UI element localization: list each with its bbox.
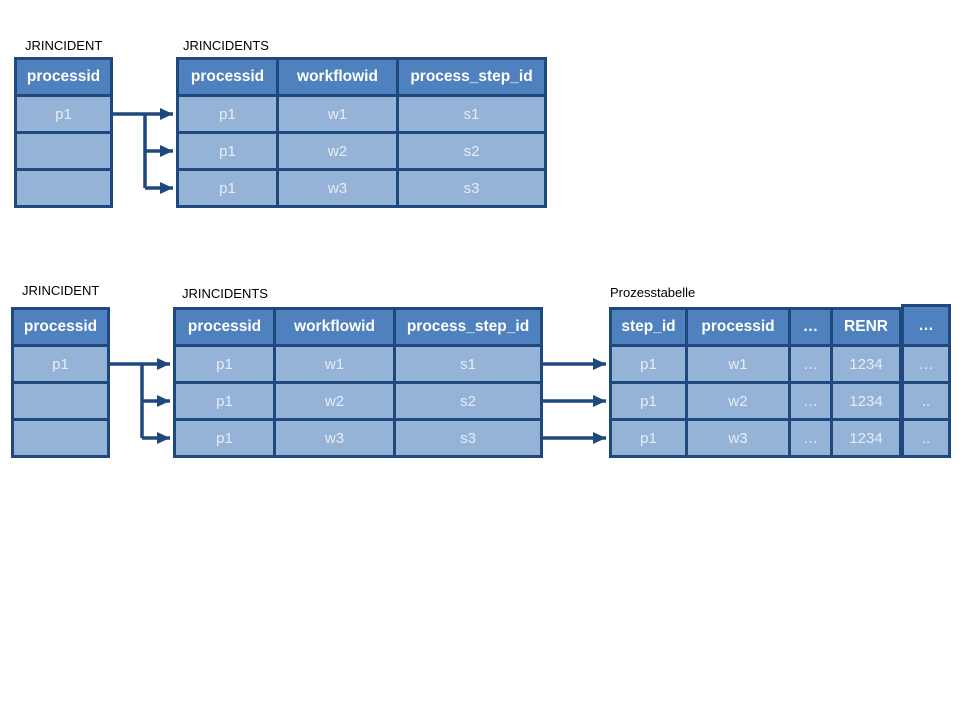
table-cell: p1 [609, 344, 688, 384]
column-header: RENR [830, 307, 902, 347]
table-row: p1 w3 … 1234 [609, 418, 902, 458]
column-header: processid [173, 307, 276, 347]
table-cell: w3 [273, 418, 396, 458]
column-header: workflowid [273, 307, 396, 347]
table-cell: 1234 [830, 381, 902, 421]
table-header-row: processid workflowid process_step_id [173, 307, 543, 347]
table-row [11, 418, 110, 458]
table-cell [14, 131, 113, 171]
table-cell: p1 [609, 418, 688, 458]
table-header-row: step_id processid … RENR [609, 307, 902, 347]
table-cell: s1 [396, 94, 547, 134]
table-row: p1 w2 … 1234 [609, 381, 902, 421]
table-cell: … [788, 344, 833, 384]
table-bottom-jrincidents: processid workflowid process_step_id p1 … [173, 307, 543, 458]
table-top-jrincidents: processid workflowid process_step_id p1 … [176, 57, 547, 208]
table-title-bottom-jrincident: JRINCIDENT [22, 283, 100, 298]
table-cell: .. [901, 418, 951, 458]
table-cell: s2 [393, 381, 543, 421]
table-prozesstabelle-main: step_id processid … RENR p1 w1 … 1234 p1… [609, 307, 902, 458]
table-cell: s3 [393, 418, 543, 458]
column-header: step_id [609, 307, 688, 347]
table-row: p1 w1 … 1234 [609, 344, 902, 384]
column-header: process_step_id [396, 57, 547, 97]
table-cell: s2 [396, 131, 547, 171]
table-row [11, 381, 110, 421]
table-cell: p1 [14, 94, 113, 134]
table-header-row: … [901, 304, 951, 347]
table-cell: w2 [273, 381, 396, 421]
table-row [14, 131, 113, 171]
column-header: process_step_id [393, 307, 543, 347]
table-title-prozesstabelle: Prozesstabelle [610, 285, 696, 300]
column-header: … [901, 304, 951, 347]
table-title-top-jrincident: JRINCIDENT [25, 38, 103, 53]
table-row: p1 w1 s1 [173, 344, 543, 384]
table-prozesstabelle-lastcol: … … .. .. [901, 304, 951, 458]
table-row: p1 w2 s2 [173, 381, 543, 421]
column-header: processid [14, 57, 113, 97]
table-header-row: processid workflowid process_step_id [176, 57, 547, 97]
table-row: p1 [11, 344, 110, 384]
table-cell: w2 [685, 381, 791, 421]
table-row: p1 w3 s3 [173, 418, 543, 458]
table-cell: … [788, 418, 833, 458]
column-header: processid [11, 307, 110, 347]
table-cell: w1 [273, 344, 396, 384]
table-cell [11, 381, 110, 421]
table-cell: 1234 [830, 344, 902, 384]
table-title-top-jrincidents: JRINCIDENTS [183, 38, 269, 53]
table-cell: w2 [276, 131, 399, 171]
table-row: … [901, 344, 951, 384]
table-cell: p1 [176, 131, 279, 171]
table-cell: p1 [173, 381, 276, 421]
column-header: processid [685, 307, 791, 347]
table-cell: … [901, 344, 951, 384]
table-header-row: processid [11, 307, 110, 347]
table-cell [11, 418, 110, 458]
table-row: .. [901, 418, 951, 458]
table-cell: 1234 [830, 418, 902, 458]
table-cell: .. [901, 381, 951, 421]
column-header: workflowid [276, 57, 399, 97]
table-bottom-jrincident: processid p1 [11, 307, 110, 458]
table-row [14, 168, 113, 208]
table-cell: p1 [176, 94, 279, 134]
table-cell: s1 [393, 344, 543, 384]
table-header-row: processid [14, 57, 113, 97]
table-row: p1 [14, 94, 113, 134]
table-cell: p1 [11, 344, 110, 384]
table-cell: w1 [276, 94, 399, 134]
table-cell: s3 [396, 168, 547, 208]
table-title-bottom-jrincidents: JRINCIDENTS [182, 286, 268, 301]
column-header: processid [176, 57, 279, 97]
table-cell [14, 168, 113, 208]
table-row: .. [901, 381, 951, 421]
table-cell: p1 [173, 344, 276, 384]
column-header: … [788, 307, 833, 347]
table-cell: p1 [173, 418, 276, 458]
table-row: p1 w1 s1 [176, 94, 547, 134]
table-cell: w1 [685, 344, 791, 384]
table-cell: p1 [176, 168, 279, 208]
table-cell: p1 [609, 381, 688, 421]
table-cell: … [788, 381, 833, 421]
table-cell: w3 [276, 168, 399, 208]
table-top-jrincident: processid p1 [14, 57, 113, 208]
table-row: p1 w3 s3 [176, 168, 547, 208]
table-row: p1 w2 s2 [176, 131, 547, 171]
table-cell: w3 [685, 418, 791, 458]
